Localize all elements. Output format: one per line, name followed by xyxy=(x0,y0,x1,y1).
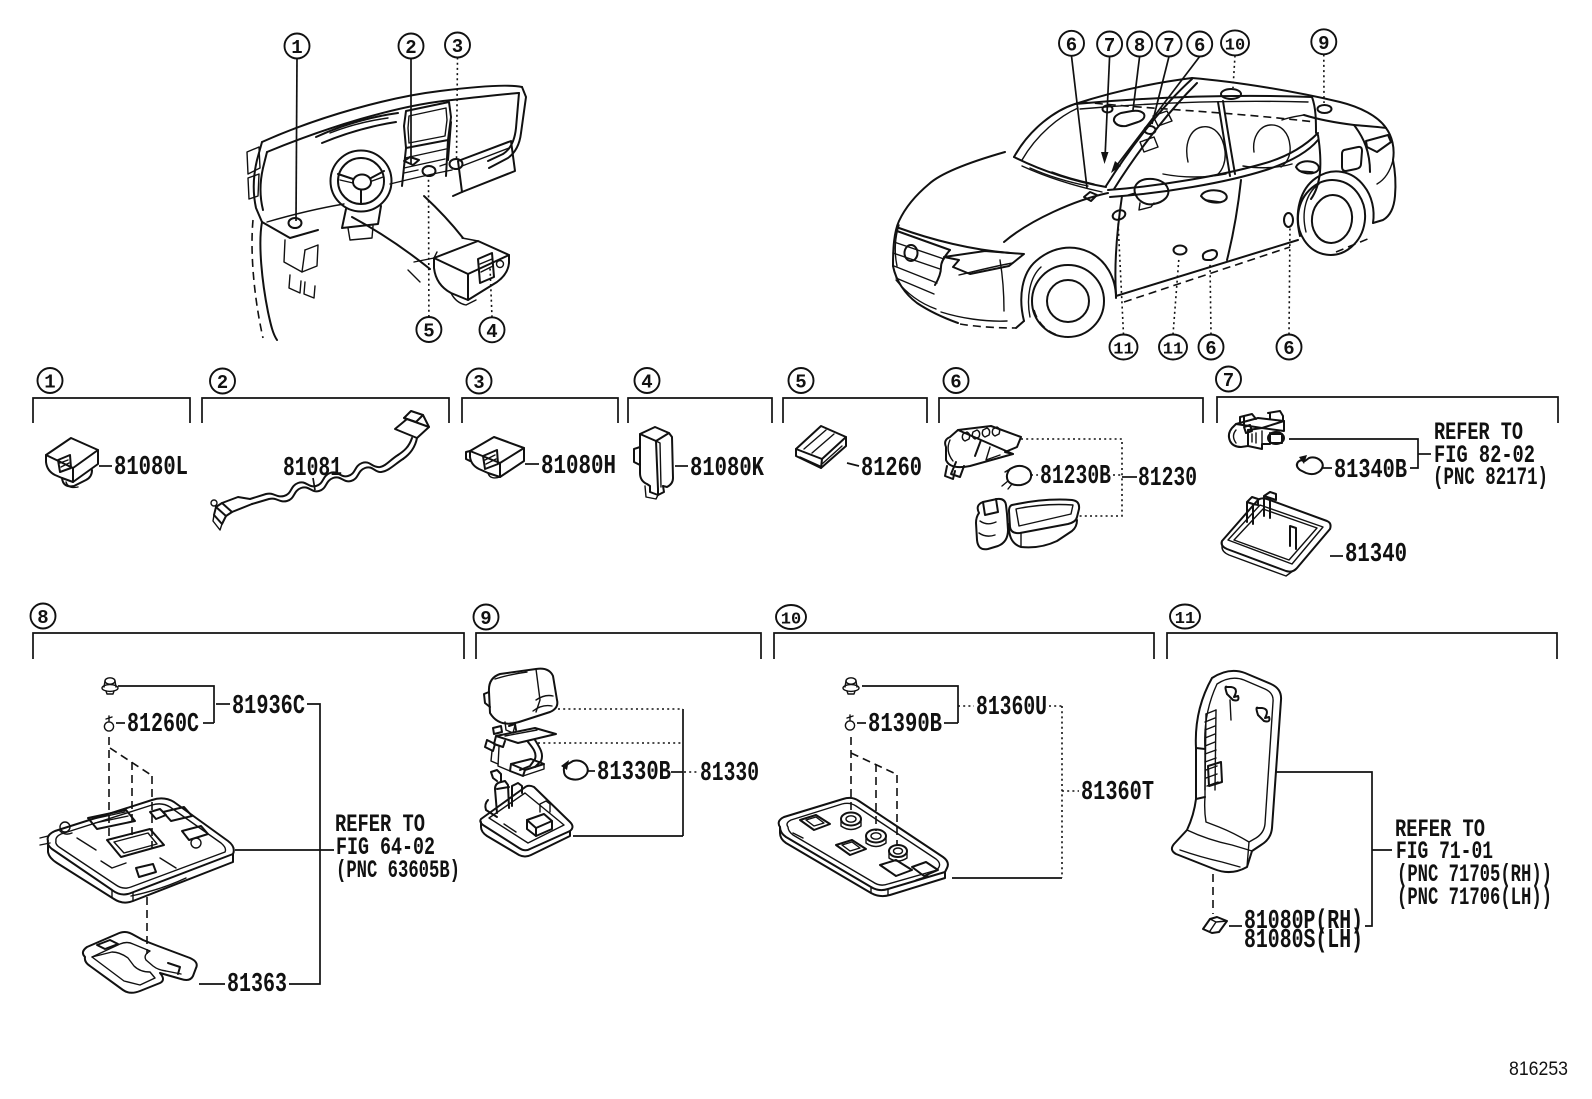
svg-text:81390B: 81390B xyxy=(868,710,942,740)
svg-text:(PNC 71706(LH)): (PNC 71706(LH)) xyxy=(1397,883,1552,912)
svg-text:2: 2 xyxy=(405,37,416,59)
svg-text:1: 1 xyxy=(291,37,302,59)
svg-text:6: 6 xyxy=(1194,35,1205,57)
svg-text:816253: 816253 xyxy=(1509,1059,1568,1080)
svg-text:6: 6 xyxy=(950,372,961,394)
svg-text:81330B: 81330B xyxy=(597,758,671,788)
svg-text:4: 4 xyxy=(641,372,652,394)
svg-text:81080H: 81080H xyxy=(541,452,616,482)
svg-text:1: 1 xyxy=(44,372,55,394)
svg-text:7: 7 xyxy=(1223,370,1234,392)
svg-text:6: 6 xyxy=(1205,338,1216,360)
svg-text:(PNC 71705(RH)): (PNC 71705(RH)) xyxy=(1397,860,1552,889)
svg-text:11: 11 xyxy=(1113,341,1133,360)
svg-text:8: 8 xyxy=(1134,35,1145,57)
svg-text:6: 6 xyxy=(1066,34,1077,56)
svg-text:81080S(LH): 81080S(LH) xyxy=(1244,926,1363,956)
svg-text:(PNC 82171): (PNC 82171) xyxy=(1433,463,1548,492)
svg-text:81230: 81230 xyxy=(1138,464,1197,494)
svg-text:81080P(RH): 81080P(RH) xyxy=(1244,907,1363,937)
svg-text:81080K: 81080K xyxy=(690,454,765,484)
svg-text:3: 3 xyxy=(452,36,463,58)
svg-text:81081: 81081 xyxy=(283,454,342,484)
svg-text:81230B: 81230B xyxy=(1040,462,1111,492)
svg-text:REFER TO: REFER TO xyxy=(1434,418,1523,447)
svg-text:81330: 81330 xyxy=(700,759,759,789)
svg-text:FIG 64-02: FIG 64-02 xyxy=(336,833,435,862)
svg-text:7: 7 xyxy=(1163,35,1174,57)
svg-text:81340: 81340 xyxy=(1345,540,1407,570)
svg-text:81360T: 81360T xyxy=(1081,778,1154,808)
svg-text:81260C: 81260C xyxy=(127,710,199,740)
svg-text:5: 5 xyxy=(423,321,434,343)
svg-text:FIG 71-01: FIG 71-01 xyxy=(1396,837,1493,866)
svg-text:10: 10 xyxy=(1225,36,1245,55)
svg-text:9: 9 xyxy=(480,608,491,630)
svg-text:11: 11 xyxy=(1163,341,1183,360)
svg-text:81340B: 81340B xyxy=(1334,456,1407,486)
svg-text:5: 5 xyxy=(795,372,806,394)
svg-text:2: 2 xyxy=(217,372,228,394)
svg-text:FIG 82-02: FIG 82-02 xyxy=(1434,441,1535,470)
svg-text:8: 8 xyxy=(37,607,48,629)
svg-text:(PNC 63605B): (PNC 63605B) xyxy=(336,856,460,885)
svg-text:3: 3 xyxy=(473,372,484,394)
svg-text:81360U: 81360U xyxy=(976,693,1047,723)
svg-text:81260: 81260 xyxy=(861,454,922,484)
svg-text:9: 9 xyxy=(1318,33,1329,55)
svg-text:81080L: 81080L xyxy=(114,453,188,483)
svg-text:REFER TO: REFER TO xyxy=(1395,815,1485,844)
svg-text:11: 11 xyxy=(1175,610,1195,629)
svg-text:10: 10 xyxy=(781,611,801,630)
svg-text:REFER TO: REFER TO xyxy=(335,810,425,839)
svg-text:81363: 81363 xyxy=(227,970,287,1000)
svg-text:4: 4 xyxy=(486,321,497,343)
svg-text:81936C: 81936C xyxy=(232,692,305,722)
svg-text:7: 7 xyxy=(1104,35,1115,57)
svg-text:6: 6 xyxy=(1283,338,1294,360)
